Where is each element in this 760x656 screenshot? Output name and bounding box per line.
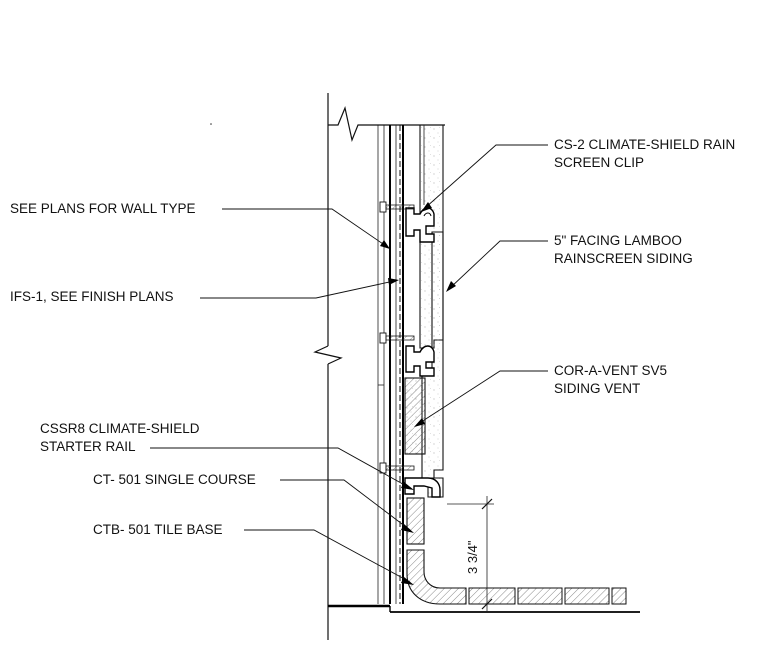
dimension-annotation: 3 3/4" — [447, 496, 494, 612]
starter-rail — [404, 477, 441, 498]
tile-base-cove — [406, 549, 467, 605]
screw-upper — [379, 201, 415, 213]
top-break-line — [328, 105, 445, 143]
callout-ifs: IFS-1, SEE FINISH PLANS — [10, 278, 399, 304]
callout-siding-text-2: RAINSCREEN SIDING — [554, 251, 693, 266]
callout-tile-base-text: CTB- 501 TILE BASE — [93, 522, 223, 537]
callout-starter-rail-text-2: STARTER RAIL — [40, 439, 136, 454]
fastener-screws — [379, 201, 415, 474]
callout-ifs-text: IFS-1, SEE FINISH PLANS — [10, 289, 174, 304]
floor-slab — [328, 604, 640, 613]
screw-lower — [379, 462, 415, 474]
callout-vent-text-2: SIDING VENT — [554, 381, 640, 396]
callout-tile-base: CTB- 501 TILE BASE — [93, 522, 414, 585]
callout-clip-text-2: SCREEN CLIP — [554, 155, 644, 170]
siding-vent — [404, 377, 426, 455]
rain-screen-clip-upper — [405, 207, 435, 243]
callout-vent-text-1: COR-A-VENT SV5 — [554, 363, 667, 378]
rain-screen-clip-lower — [405, 345, 435, 377]
callout-siding: 5" FACING LAMBOO RAINSCREEN SIDING — [446, 233, 693, 292]
sheathing-layers — [389, 125, 404, 604]
dimension-text: 3 3/4" — [465, 540, 480, 574]
stray-mark — [210, 123, 212, 125]
single-course-tile — [406, 497, 425, 545]
callout-starter-rail: CSSR8 CLIMATE-SHIELD STARTER RAIL — [40, 421, 414, 490]
callout-siding-text-1: 5" FACING LAMBOO — [554, 233, 682, 248]
callout-single-course: CT- 501 SINGLE COURSE — [93, 472, 414, 533]
callout-wall-type: SEE PLANS FOR WALL TYPE — [10, 201, 390, 249]
callout-vent: COR-A-VENT SV5 SIDING VENT — [414, 363, 667, 427]
callout-single-course-text: CT- 501 SINGLE COURSE — [93, 472, 256, 487]
callout-clip: CS-2 CLIMATE-SHIELD RAIN SCREEN CLIP — [421, 137, 735, 212]
screw-middle — [379, 332, 415, 344]
structural-wall — [313, 93, 385, 640]
callout-wall-type-text: SEE PLANS FOR WALL TYPE — [10, 201, 196, 216]
callout-starter-rail-text-1: CSSR8 CLIMATE-SHIELD — [40, 421, 200, 436]
callout-clip-text-1: CS-2 CLIMATE-SHIELD RAIN — [554, 137, 735, 152]
floor-tiles — [468, 587, 627, 605]
